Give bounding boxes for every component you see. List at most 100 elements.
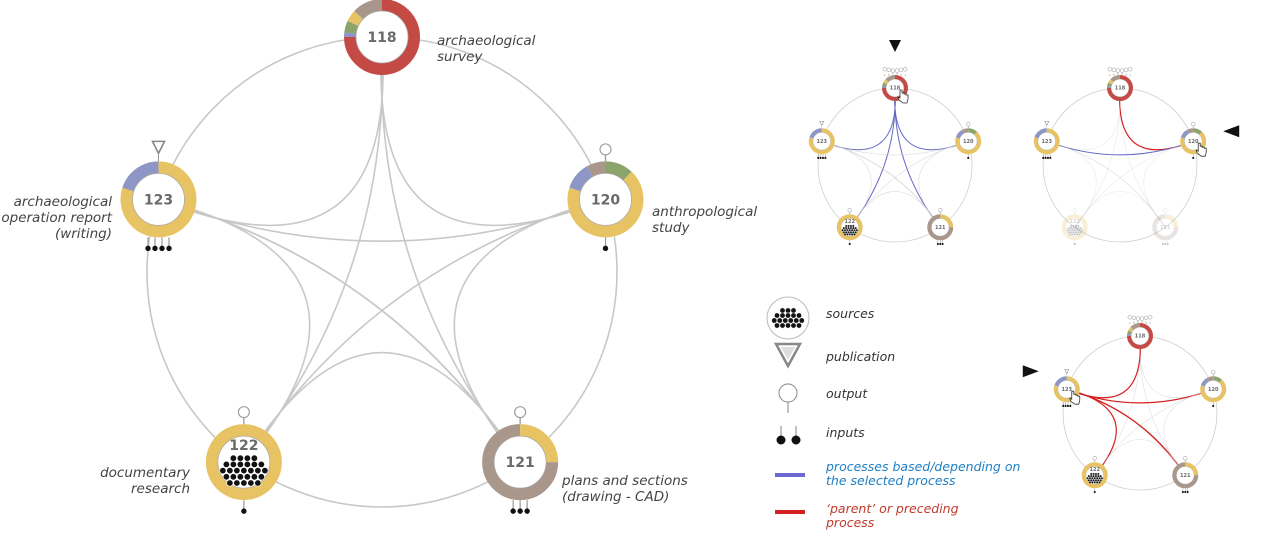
pointer-arrow-icon	[1223, 125, 1240, 138]
node-122-number: 122	[229, 438, 258, 454]
input-icon	[1044, 156, 1047, 159]
output-icon	[599, 143, 612, 156]
node-120-number: 120	[1208, 387, 1219, 393]
node-118[interactable]: 118	[1107, 67, 1133, 101]
hand-cursor-icon	[897, 89, 909, 104]
pointer-arrow-icon	[889, 40, 901, 52]
input-icon	[1184, 490, 1187, 494]
ring-segment-yellow	[808, 128, 835, 155]
output-icon	[890, 68, 896, 73]
output-icon	[1191, 122, 1196, 127]
input-icon	[1186, 490, 1189, 494]
link-118-121	[380, 36, 521, 463]
legend-publication-icon	[773, 342, 803, 369]
ring-segment-brown	[587, 161, 606, 177]
sources-dot	[1098, 481, 1101, 484]
input-icon	[936, 242, 939, 246]
node-121[interactable]: 121	[482, 406, 559, 514]
node-120-number: 120	[963, 139, 974, 145]
legend: sources publication output inputs proces…	[766, 296, 1020, 530]
node-122[interactable]: 122	[836, 208, 863, 246]
input-icon	[1161, 242, 1164, 246]
link-120-121	[918, 140, 969, 228]
ring-segment-blue	[809, 128, 823, 139]
ring-segment-blue	[1034, 128, 1048, 139]
input-icon	[819, 156, 822, 159]
ring-segment-green	[1213, 376, 1223, 383]
link-122-120	[243, 198, 606, 463]
node-123[interactable]: 123	[808, 121, 835, 159]
node-118-number: 118	[890, 86, 901, 92]
link-121-123	[1046, 140, 1166, 228]
output-icon	[237, 406, 250, 419]
node-120[interactable]: 120	[1200, 370, 1227, 407]
ring-segment-yellow	[1165, 214, 1179, 228]
ring-segment-brown	[1130, 322, 1141, 331]
output-icon	[847, 208, 852, 213]
node-123[interactable]: 123	[120, 140, 197, 252]
node-121[interactable]: 121	[1172, 456, 1199, 494]
input-icon	[1164, 242, 1167, 246]
ring-segment-yellow	[347, 10, 364, 27]
ring-segment-yellow	[955, 131, 982, 155]
ring-segment-blue	[1180, 129, 1190, 139]
output-icon	[938, 208, 943, 213]
node-118[interactable]: 118	[344, 0, 420, 75]
node-121-number: 121	[506, 455, 535, 471]
input-icon	[967, 156, 970, 159]
legend-inputs-icon	[776, 426, 801, 445]
ring-segment-yellow	[1185, 462, 1199, 476]
input-icon	[1073, 242, 1076, 246]
output-icon	[882, 67, 887, 72]
ring-segment-blue	[122, 161, 159, 192]
link-118-121	[894, 87, 941, 228]
node-120[interactable]: 120	[955, 122, 982, 159]
input-icon	[159, 245, 165, 252]
input-icon	[517, 508, 523, 514]
link-120-121	[1163, 388, 1214, 476]
node-122[interactable]: 122	[1082, 456, 1108, 493]
publication-icon	[1064, 369, 1070, 375]
node-123[interactable]: 123	[1033, 121, 1060, 159]
node-120[interactable]: 120	[567, 143, 644, 252]
ring-segment-green	[968, 128, 978, 135]
ring-segment-yellow	[1033, 128, 1060, 155]
output-icon	[894, 68, 900, 73]
main-nodes: 118 120 121 122 123	[120, 0, 644, 514]
input-icon	[821, 156, 825, 159]
ring-segment-blue	[1054, 376, 1068, 387]
node-121[interactable]: 121	[927, 208, 954, 246]
node-122[interactable]: 122	[1062, 208, 1088, 245]
node-123-number: 123	[817, 139, 828, 145]
ring-segment-yellow	[519, 424, 559, 463]
node-121-number: 121	[935, 225, 946, 231]
output-icon	[1183, 456, 1188, 461]
input-icon	[824, 156, 827, 159]
legend-output-label: output	[826, 386, 868, 401]
output-icon	[1128, 67, 1133, 72]
ring-segment-yellow	[940, 214, 954, 228]
input-icon	[1093, 490, 1096, 494]
ring-segment-green	[1193, 128, 1203, 135]
ring-segment-yellow	[836, 214, 863, 241]
ring-segment-blue	[1200, 377, 1210, 387]
link-121-123	[158, 198, 521, 463]
input-icon	[1192, 156, 1195, 159]
input-icon	[602, 245, 609, 252]
link-120-121	[453, 198, 606, 463]
node-122[interactable]: 122	[205, 406, 282, 514]
ring-segment-red	[1127, 323, 1153, 349]
node-118[interactable]: 118	[1127, 315, 1153, 349]
node-121[interactable]: 121	[1152, 208, 1179, 246]
sources-dot	[853, 233, 856, 236]
input-icon	[152, 245, 158, 252]
ring-segment-yellow	[1108, 79, 1114, 85]
ring-segment-green	[605, 161, 632, 181]
output-icon	[1127, 315, 1132, 320]
output-icon	[1107, 67, 1112, 72]
link-122-120	[1074, 140, 1194, 228]
